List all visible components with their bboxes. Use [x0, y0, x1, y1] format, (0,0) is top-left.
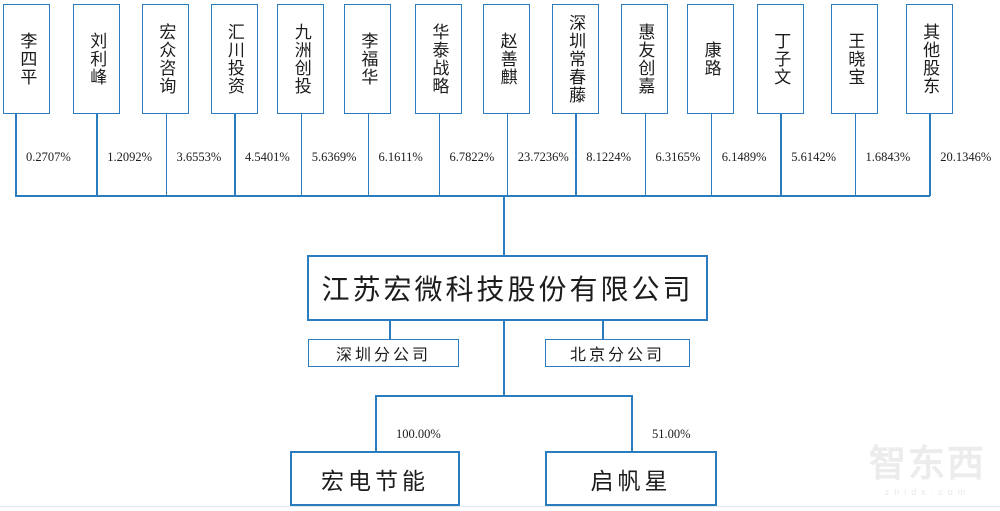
shareholder-box: 华泰战略 — [415, 4, 462, 114]
bus-to-hongdian-line — [375, 395, 377, 451]
subsidiaries-bus-line — [375, 395, 633, 397]
shareholder-box: 惠友创嘉 — [621, 4, 668, 114]
shareholder-connector-line — [506, 114, 509, 196]
shareholder-name: 丁子文 — [771, 32, 791, 86]
subsidiary-box-hongdian: 宏电节能 — [290, 451, 460, 506]
shareholder-bus-line — [15, 195, 930, 197]
shareholder-connector-line — [15, 114, 17, 196]
shareholder-percentage: 6.7822% — [449, 150, 495, 164]
shareholder-connector-line — [165, 114, 168, 196]
company-to-beijing-branch-line — [602, 321, 604, 339]
shareholder-percentage: 6.3165% — [655, 150, 701, 164]
shareholder-percentage: 5.6369% — [311, 150, 357, 164]
subsidiary-qifanxing-label: 启帆星 — [590, 468, 672, 494]
shareholder-name: 宏众咨询 — [156, 23, 176, 95]
shareholder-connector-line — [234, 114, 236, 196]
shareholder-box: 王晓宝 — [831, 4, 878, 114]
shareholder-percentage: 6.1489% — [721, 150, 767, 164]
company-box: 江苏宏微科技股份有限公司 — [307, 255, 708, 321]
shareholder-box: 赵善麒 — [483, 4, 531, 114]
shareholder-percentage: 0.2707% — [26, 150, 71, 164]
shareholder-name: 刘利峰 — [87, 32, 107, 86]
bus-to-qifanxing-line — [631, 395, 633, 451]
shareholder-name: 深圳常春藤 — [566, 14, 586, 104]
shareholder-name: 王晓宝 — [845, 32, 865, 86]
hongdian-ownership-percentage: 100.00% — [396, 427, 441, 441]
zhidongxi-logo: 智东西 — [869, 443, 986, 484]
shareholder-box: 汇川投资 — [210, 4, 258, 114]
shareholder-name: 华泰战略 — [429, 23, 449, 95]
shareholder-name: 惠友创嘉 — [635, 23, 655, 95]
shareholder-connector-line — [710, 114, 713, 196]
shareholder-connector-line — [780, 114, 782, 196]
shareholder-connector-line — [929, 114, 931, 196]
shareholder-percentage: 6.1611% — [378, 150, 423, 164]
shareholder-percentage: 23.7236% — [517, 150, 569, 164]
shareholder-name: 李四平 — [17, 32, 37, 86]
branch-box-shenzhen: 深圳分公司 — [308, 339, 459, 367]
shareholder-name: 赵善麒 — [497, 32, 517, 86]
shareholder-connector-line — [300, 114, 303, 196]
shareholder-connector-line — [575, 114, 577, 196]
shareholder-percentage: 1.2092% — [107, 150, 153, 164]
page-divider-line — [0, 506, 1000, 507]
shareholder-percentage: 20.1346% — [940, 150, 992, 164]
bus-to-company-line — [503, 196, 505, 255]
watermark-site-text: zhidx.com — [884, 486, 971, 497]
shareholder-box: 深圳常春藤 — [551, 4, 599, 114]
shareholder-box: 李四平 — [3, 4, 50, 114]
shareholder-percentage: 5.6142% — [791, 150, 837, 164]
shareholder-connector-line — [854, 114, 857, 196]
shareholder-name: 李福华 — [358, 32, 378, 86]
shareholder-box: 丁子文 — [756, 4, 804, 114]
shareholder-name: 九洲创投 — [291, 23, 311, 95]
shareholder-connector-line — [96, 114, 98, 196]
company-to-subsidiaries-line — [503, 320, 505, 396]
shareholder-name: 汇川投资 — [224, 23, 244, 95]
branch-shenzhen-label: 深圳分公司 — [335, 347, 431, 364]
shareholder-percentage: 8.1224% — [586, 150, 631, 164]
shareholder-box: 宏众咨询 — [142, 4, 189, 114]
subsidiary-box-qifanxing: 启帆星 — [545, 451, 717, 506]
shareholder-percentage: 1.6843% — [865, 150, 911, 164]
shareholder-connector-line — [644, 114, 647, 196]
shareholder-box: 康路 — [687, 4, 735, 114]
shareholder-box: 李福华 — [344, 4, 391, 114]
shareholder-connector-line — [438, 114, 441, 196]
branch-box-beijing: 北京分公司 — [545, 339, 690, 367]
qifanxing-ownership-percentage: 51.00% — [652, 427, 691, 441]
shareholder-name: 其他股东 — [920, 23, 940, 95]
shareholder-name: 康路 — [701, 41, 721, 77]
company-name: 江苏宏微科技股份有限公司 — [321, 275, 694, 306]
shareholder-box: 九洲创投 — [277, 4, 325, 114]
shareholder-box: 其他股东 — [905, 4, 953, 114]
company-to-shenzhen-branch-line — [389, 321, 391, 339]
subsidiary-hongdian-label: 宏电节能 — [321, 468, 429, 494]
shareholder-connector-line — [367, 114, 370, 196]
watermark: 智东西 zhidx.com — [860, 443, 995, 497]
shareholder-percentage: 3.6553% — [176, 150, 222, 164]
shareholder-box: 刘利峰 — [72, 4, 120, 114]
branch-beijing-label: 北京分公司 — [569, 347, 665, 364]
shareholder-percentage: 4.5401% — [245, 150, 290, 164]
